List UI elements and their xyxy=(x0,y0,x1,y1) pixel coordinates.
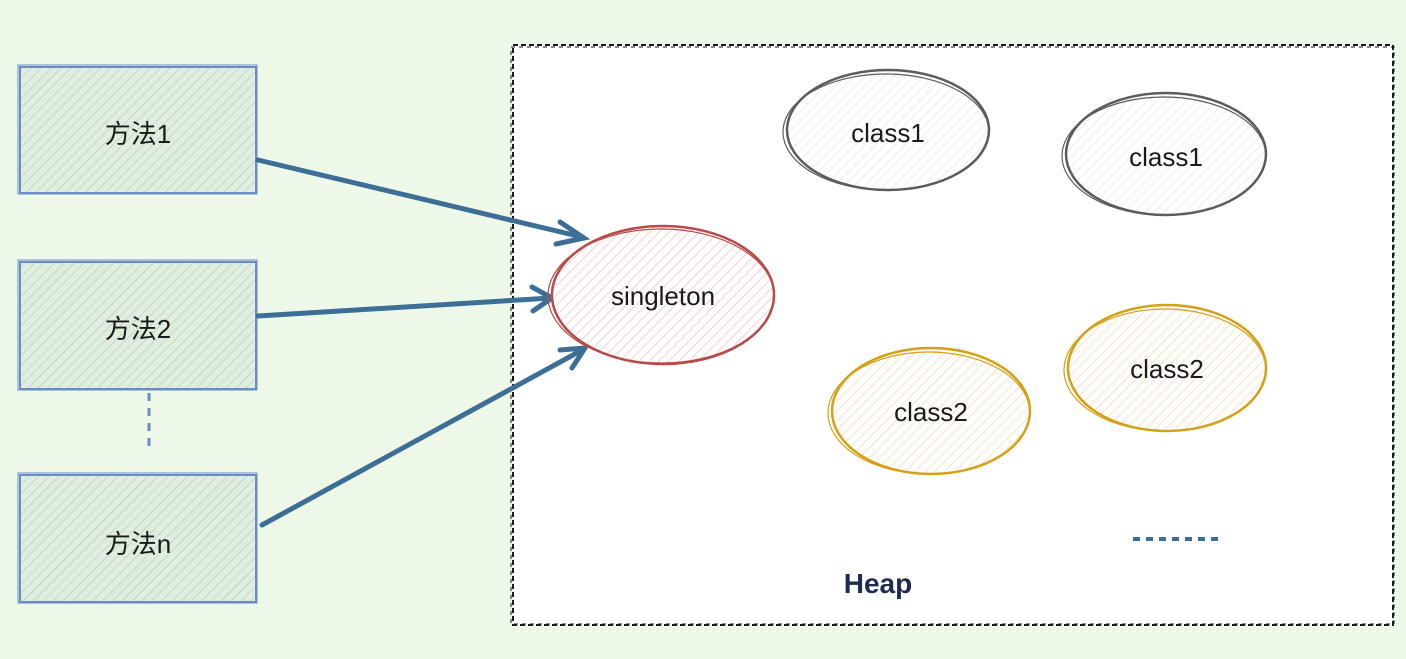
class2-object-2: class2 xyxy=(1063,303,1268,433)
method-box-1: 方法1 xyxy=(17,64,258,195)
class1-label-1: class1 xyxy=(851,118,925,148)
method-label-2: 方法2 xyxy=(105,314,171,344)
method-box-n: 方法n xyxy=(17,472,258,604)
class2-label-2: class2 xyxy=(1130,354,1204,384)
singleton-object: singleton xyxy=(547,224,776,366)
class1-object-1: class1 xyxy=(782,68,991,192)
arrow-method2-to-singleton xyxy=(255,284,557,319)
class1-label-2: class1 xyxy=(1129,142,1203,172)
method-label-n: 方法n xyxy=(105,529,171,559)
arrow-methodn-to-singleton xyxy=(259,345,590,528)
method-label-1: 方法1 xyxy=(105,119,171,149)
singleton-label: singleton xyxy=(611,281,715,311)
class2-label-1: class2 xyxy=(894,397,968,427)
class1-object-2: class1 xyxy=(1061,91,1268,217)
method-box-2: 方法2 xyxy=(17,259,258,391)
arrow-method1-to-singleton xyxy=(255,157,591,247)
heap-label: Heap xyxy=(844,568,912,599)
class2-object-1: class2 xyxy=(827,346,1032,476)
